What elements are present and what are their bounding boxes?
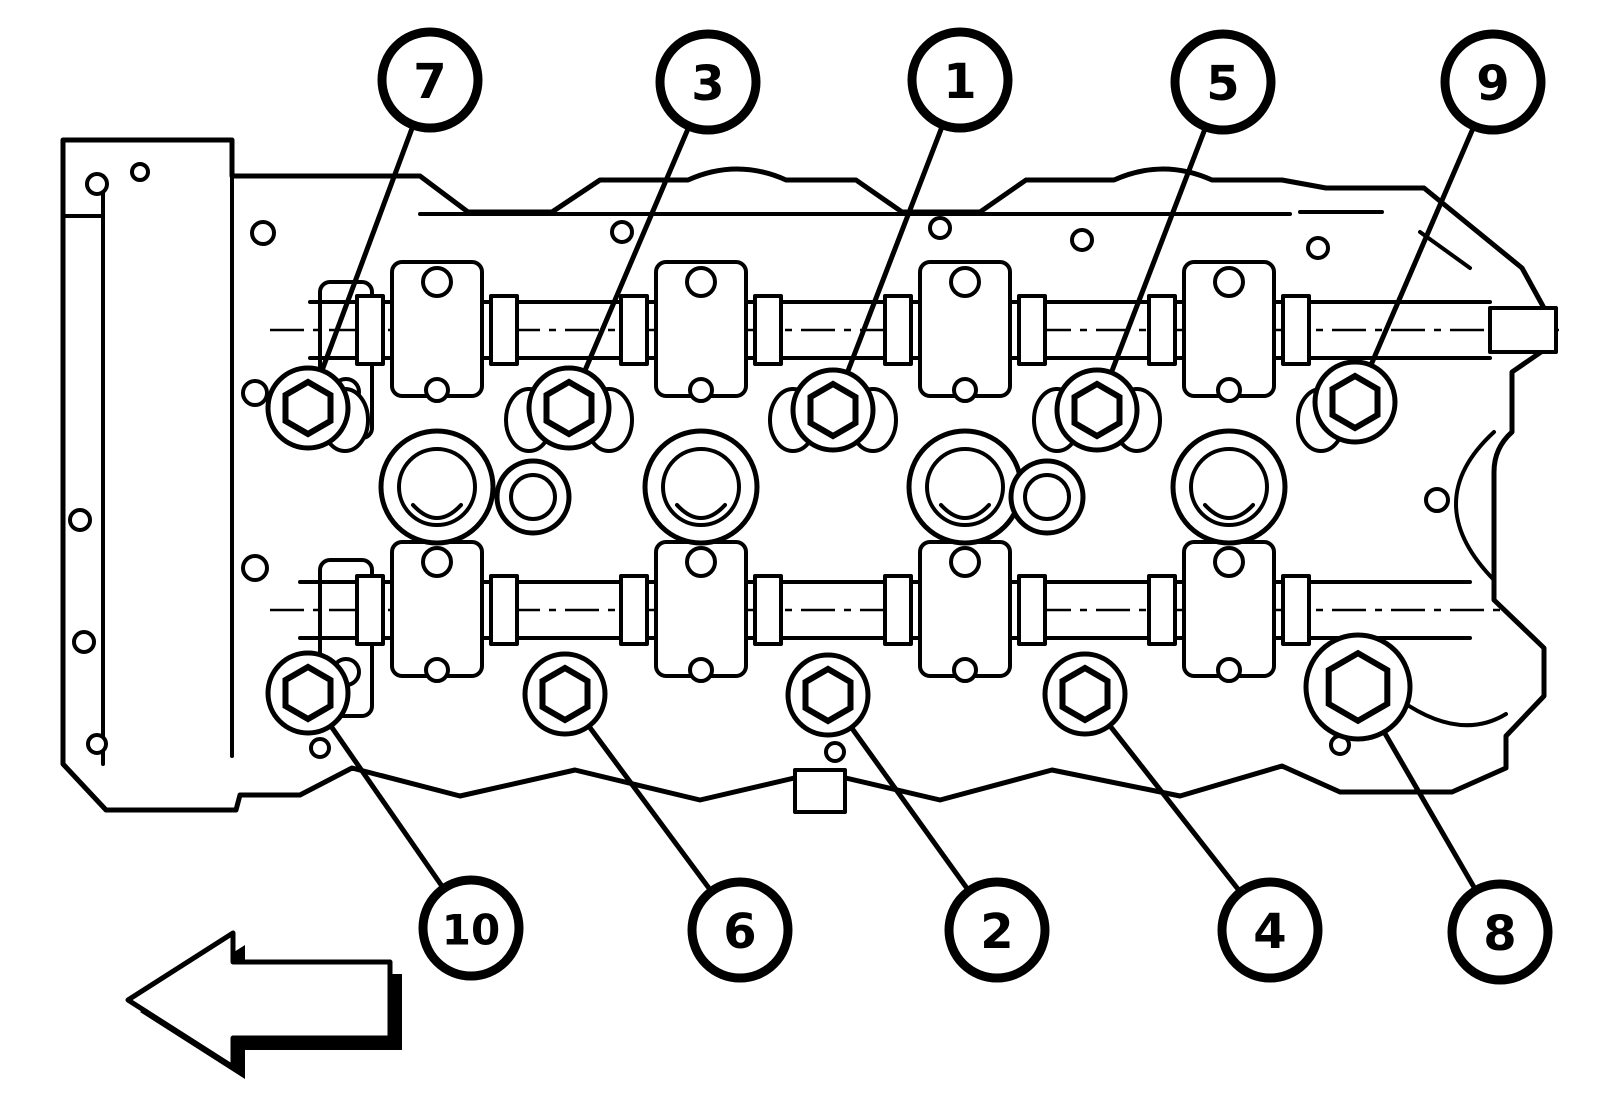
leader-line-10 [326,721,448,894]
spark-plug-tube [1173,431,1285,543]
leader-line-2 [846,722,974,896]
callout-10: 10 [418,875,524,981]
callout-8: 8 [1447,879,1553,985]
callout-number-8: 8 [1483,906,1516,962]
callout-4: 4 [1217,877,1323,983]
spark-plug-tube [645,431,757,543]
callout-circle-9 [1440,29,1546,135]
leader-line-9 [1367,121,1478,370]
callout-number-10: 10 [442,906,500,955]
callout-number-3: 3 [691,56,724,112]
bearing-cap [1147,540,1311,683]
callout-circle-4 [1217,877,1323,983]
bolt-hex-1 [807,380,859,440]
callout-7: 7 [377,27,483,133]
callout-number-7: 7 [413,54,446,110]
head-bolt-3 [526,365,612,451]
head-bolt-5 [1054,367,1140,453]
callout-number-5: 5 [1206,56,1239,112]
callout-number-6: 6 [723,904,756,960]
head-bolt-7 [265,365,351,451]
leader-line-3 [580,121,693,376]
leader-line-4 [1105,720,1245,897]
head-bolt-2 [785,652,871,738]
callout-1: 1 [907,27,1013,133]
callout-circle-6 [687,877,793,983]
bolt-hex-10 [282,663,334,723]
callout-5: 5 [1170,29,1276,135]
bearing-cap [355,260,519,403]
callout-9: 9 [1440,29,1546,135]
callout-circle-8 [1447,879,1553,985]
callout-circle-3 [655,29,761,135]
bearing-cap [619,540,783,683]
leader-line-6 [584,721,716,897]
callout-number-9: 9 [1476,56,1509,112]
head-bolt-6 [522,651,608,737]
callout-number-4: 4 [1253,904,1286,960]
bolt-hex-3 [543,378,595,438]
bearing-cap [619,260,783,403]
bolt-hex-9 [1329,372,1381,432]
spark-plug-tube [909,431,1021,543]
callout-2: 2 [944,877,1050,983]
leader-line-1 [843,120,947,378]
bolt-hex-4 [1059,664,1111,724]
bearing-cap [1147,260,1311,403]
bearing-cap [355,540,519,683]
head-outline [60,137,1547,813]
head-bolts [265,359,1413,742]
head-bolt-4 [1042,651,1128,737]
leader-line-7 [318,120,418,376]
callout-circle-1 [907,27,1013,133]
callout-bubbles: 1 2 3 4 5 6 7 8 9 10 [377,27,1553,985]
callout-6: 6 [687,877,793,983]
oil-boss [1011,461,1083,533]
callout-circle-7 [377,27,483,133]
leader-line-5 [1107,122,1210,378]
bolt-hex-6 [539,664,591,724]
callout-circle-2 [944,877,1050,983]
bolt-hex-2 [802,665,854,725]
head-bolt-9 [1312,359,1398,445]
leader-line-8 [1379,727,1481,896]
bearing-cap [883,540,1047,683]
bolt-hex-5 [1071,380,1123,440]
casting-slot [793,768,847,814]
callout-number-2: 2 [980,904,1013,960]
bolt-hex-7 [282,378,334,438]
head-bolt-8 [1303,632,1413,742]
callout-leader-lines [318,120,1481,897]
bolt-hex-8 [1325,649,1391,725]
callout-circle-10 [418,875,524,981]
callout-3: 3 [655,29,761,135]
head-bolt-1 [790,367,876,453]
callout-circle-5 [1170,29,1276,135]
oil-boss [497,461,569,533]
callout-number-1: 1 [943,54,976,110]
head-bolt-10 [265,650,351,736]
front-direction-arrow [125,930,402,1079]
spark-plug-tube [381,431,493,543]
bearing-cap [883,260,1047,403]
